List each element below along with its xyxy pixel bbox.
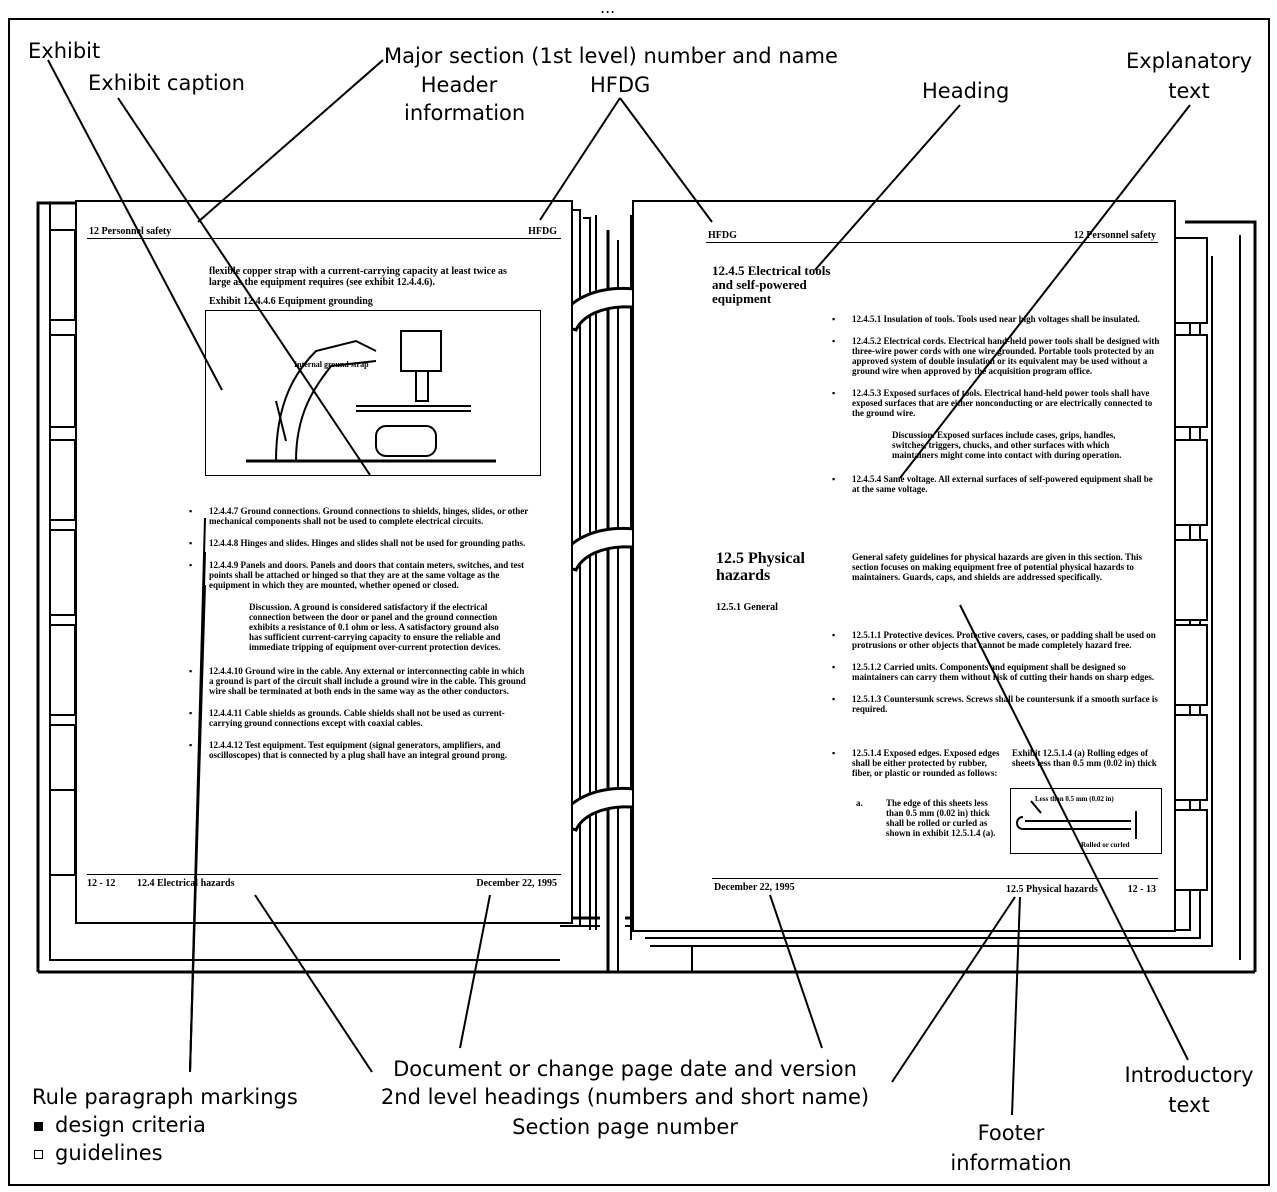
callout-explanatory-2: text xyxy=(1168,79,1210,103)
callout-header-info-1: Header xyxy=(420,73,498,97)
right-header-rule xyxy=(706,242,1158,243)
left-exhibit-caption: Exhibit 12.4.4.6 Equipment grounding xyxy=(209,296,373,307)
rule-item: 12.5.1.4 Exposed edges. Exposed edges sh… xyxy=(852,748,1000,778)
right-footer-page: 12 - 13 xyxy=(1127,884,1156,895)
left-exhibit-box: Internal ground strap xyxy=(205,310,541,476)
left-footer-date: December 22, 1995 xyxy=(476,878,557,889)
rule-item: 12.4.4.11 Cable shields as grounds. Cabl… xyxy=(209,708,505,728)
exhibit-label-text: Rolled or curled xyxy=(1081,841,1130,849)
right-heading-1251: 12.5.1 General xyxy=(716,602,778,613)
left-header-hfdg: HFDG xyxy=(528,226,557,237)
right-sub-a-letter: a. xyxy=(856,798,863,808)
left-header-section: 12 Personnel safety xyxy=(89,226,172,237)
right-footer-section: 12.5 Physical hazards xyxy=(1006,884,1098,895)
callout-section-page-number: Section page number xyxy=(512,1115,738,1139)
legend-guidelines: guidelines xyxy=(34,1140,163,1166)
right-header-section: 12 Personnel safety xyxy=(1073,230,1156,241)
left-footer-section: 12.4 Electrical hazards xyxy=(137,878,235,889)
left-footer-rule xyxy=(87,874,561,875)
rule-item: 12.4.4.9 Panels and doors. Panels and do… xyxy=(209,560,525,590)
open-square-icon xyxy=(34,1149,43,1159)
callout-second-level-headings: 2nd level headings (numbers and short na… xyxy=(380,1085,870,1109)
right-heading-125: 12.5 Physical hazards xyxy=(716,550,805,584)
callout-major-section: Major section (1st level) number and nam… xyxy=(384,44,838,68)
rule-item: 12.5.1.1 Protective devices. Protective … xyxy=(852,630,1156,650)
top-cut-title: ... xyxy=(600,0,616,17)
legend-label: design criteria xyxy=(55,1113,206,1137)
legend-label: guidelines xyxy=(55,1141,163,1165)
left-intro-text: flexible copper strap with a current-car… xyxy=(209,266,507,288)
rule-item: 12.4.5.3 Exposed surfaces of tools. Elec… xyxy=(852,388,1153,418)
callout-explanatory-1: Explanatory xyxy=(1125,49,1253,73)
exhibit-label-text: Internal ground strap xyxy=(294,360,369,369)
callout-rule-markings: Rule paragraph markings xyxy=(32,1085,298,1109)
rule-item: 12.4.4.10 Ground wire in the cable. Any … xyxy=(209,666,526,696)
rolled-edge-illustration: Less than 0.5 mm (0.02 in) Rolled or cur… xyxy=(1016,795,1137,849)
left-footer-page: 12 - 12 xyxy=(87,878,116,889)
left-rule-list: ▪12.4.4.7 Ground connections. Ground con… xyxy=(189,506,529,760)
grounding-illustration: Internal ground strap xyxy=(246,330,496,463)
right-header-hfdg: HFDG xyxy=(708,230,737,241)
callout-hfdg: HFDG xyxy=(590,73,651,97)
rule-item: 12.4.4.7 Ground connections. Ground conn… xyxy=(209,506,529,526)
rule-item: 12.4.5.4 Same voltage. All external surf… xyxy=(852,474,1153,494)
right-intro-text: General safety guidelines for physical h… xyxy=(852,552,1143,582)
callout-footer-1: Footer xyxy=(977,1121,1045,1145)
callout-header-info-2: information xyxy=(404,101,526,125)
right-exhibit-box: Less than 0.5 mm (0.02 in) Rolled or cur… xyxy=(1010,788,1162,854)
rule-item: 12.5.1.3 Countersunk screws. Screws shal… xyxy=(852,694,1158,714)
right-footer-date: December 22, 1995 xyxy=(714,882,795,893)
left-discussion: Discussion. A ground is considered satis… xyxy=(249,602,501,652)
callout-exhibit-caption: Exhibit caption xyxy=(88,71,245,95)
right-heading-1245: 12.4.5 Electrical tools and self-powered… xyxy=(712,263,831,306)
legend-design-criteria: design criteria xyxy=(34,1112,206,1138)
figure-frame xyxy=(8,18,1270,1186)
rule-item: 12.5.1.2 Carried units. Components and e… xyxy=(852,662,1155,682)
rule-item: 12.4.5.1 Insulation of tools. Tools used… xyxy=(852,314,1140,324)
filled-square-icon xyxy=(34,1121,43,1131)
right-rule-edges: ▪12.5.1.4 Exposed edges. Exposed edges s… xyxy=(832,748,1000,778)
right-exhibit-caption: Exhibit 12.5.1.4 (a) Rolling edges of sh… xyxy=(1012,748,1157,768)
exhibit-label-text: Less than 0.5 mm (0.02 in) xyxy=(1035,795,1114,803)
right-footer-rule xyxy=(712,878,1158,879)
callout-exhibit: Exhibit xyxy=(28,39,101,63)
right-page: HFDG 12 Personnel safety 12.4.5 Electric… xyxy=(632,200,1176,932)
right-sub-a: The edge of this sheets less than 0.5 mm… xyxy=(886,798,996,838)
right-rule-list-2: ▪12.5.1.1 Protective devices. Protective… xyxy=(832,630,1158,714)
callout-footer-2: information xyxy=(950,1151,1072,1175)
left-page: 12 Personnel safety HFDG flexible copper… xyxy=(75,200,573,924)
callout-document-date: Document or change page date and version xyxy=(393,1057,857,1081)
callout-introductory-2: text xyxy=(1168,1093,1210,1117)
right-discussion: Discussion. Exposed surfaces include cas… xyxy=(892,430,1122,460)
callout-heading: Heading xyxy=(922,79,1010,103)
callout-introductory-1: Introductory xyxy=(1124,1063,1254,1087)
left-header-rule xyxy=(87,238,561,239)
rule-item: 12.4.4.12 Test equipment. Test equipment… xyxy=(209,740,507,760)
rule-item: 12.4.4.8 Hinges and slides. Hinges and s… xyxy=(209,538,526,548)
